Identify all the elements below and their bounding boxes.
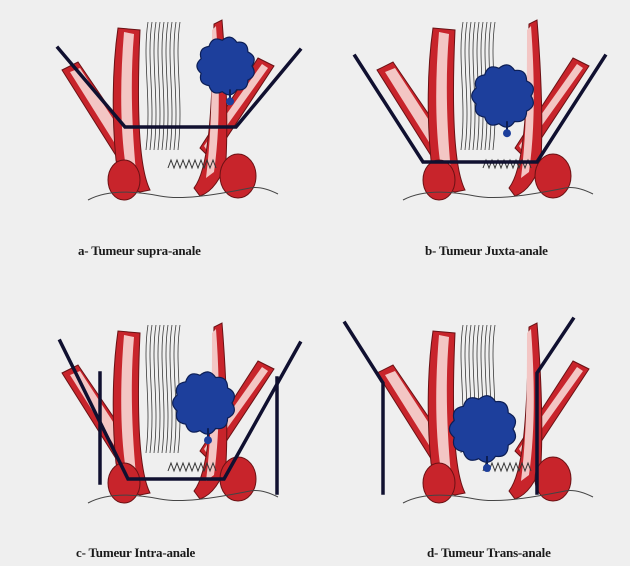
resection-line-left-d <box>345 323 383 493</box>
caption-a: a- Tumeur supra-anale <box>78 243 201 259</box>
sphincter-left <box>423 463 455 503</box>
anatomy-drawing-c <box>0 283 315 566</box>
sphincter-right <box>220 154 256 198</box>
sphincter-right <box>535 457 571 501</box>
sphincter-left <box>423 160 455 200</box>
tumor-d <box>449 396 515 463</box>
caption-b: b- Tumeur Juxta-anale <box>425 243 548 259</box>
anatomy-drawing-a <box>0 0 315 283</box>
tumor-c <box>173 372 235 434</box>
panel-d-trans-anal: d- Tumeur Trans-anale <box>315 283 630 566</box>
mucosa-folds <box>146 22 180 150</box>
sphincter-right <box>535 154 571 198</box>
panel-c-intra-anal: c- Tumeur Intra-anale <box>0 283 315 566</box>
tumor-b <box>472 65 534 127</box>
anatomy-drawing-d <box>315 283 630 566</box>
sphincter-left <box>108 160 140 200</box>
caption-d: d- Tumeur Trans-anale <box>427 545 551 561</box>
caption-c: c- Tumeur Intra-anale <box>76 545 195 561</box>
anatomy-drawing-b <box>315 0 630 283</box>
tumor-a <box>197 37 254 95</box>
mucosa-folds <box>146 325 180 453</box>
panel-b-juxta-anal: b- Tumeur Juxta-anale <box>315 0 630 283</box>
panel-a-supra-anal: a- Tumeur supra-anale <box>0 0 315 283</box>
